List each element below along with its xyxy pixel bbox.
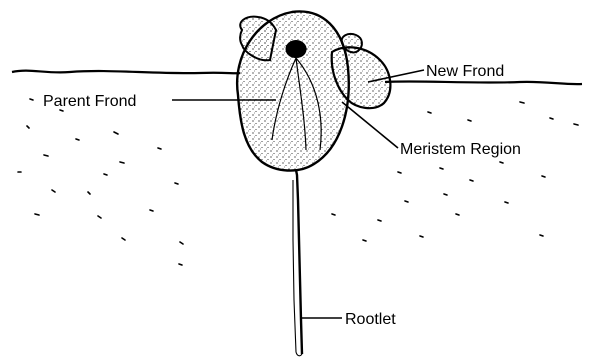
- rootlet: [293, 170, 302, 356]
- new-frond-label: New Frond: [426, 63, 504, 80]
- parent-frond: [237, 11, 349, 170]
- meristem-region-label: Meristem Region: [400, 141, 521, 158]
- rootlet-label: Rootlet: [345, 311, 396, 328]
- parent-frond-label: Parent Frond: [43, 93, 136, 110]
